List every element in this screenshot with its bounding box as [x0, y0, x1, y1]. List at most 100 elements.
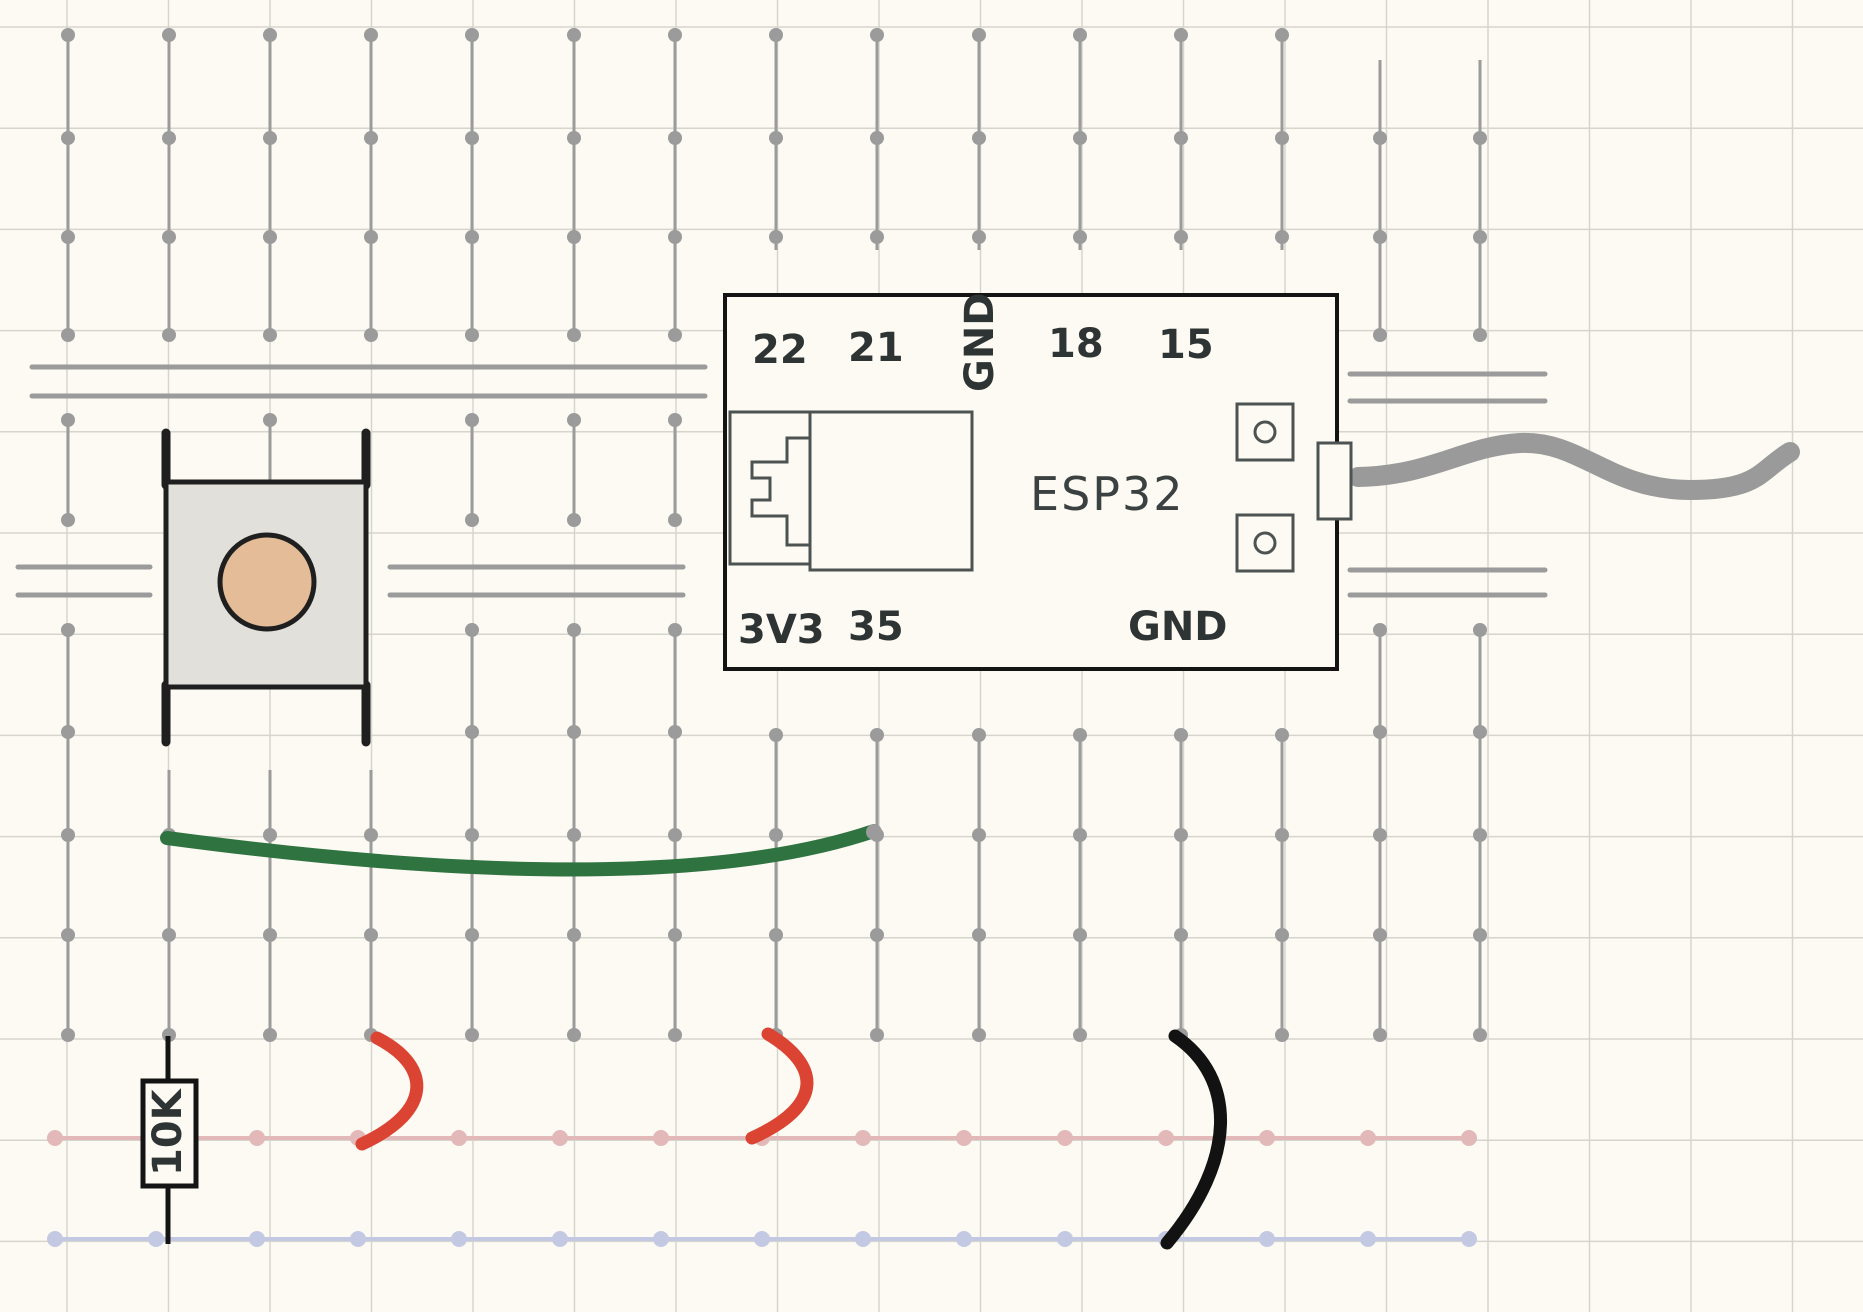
breadboard-hole	[1473, 928, 1487, 942]
breadboard-hole	[668, 413, 682, 427]
breadboard-hole	[668, 513, 682, 527]
breadboard-hole	[972, 1028, 986, 1042]
breadboard-hole	[1473, 230, 1487, 244]
breadboard-hole	[1473, 828, 1487, 842]
breadboard-hole	[162, 230, 176, 244]
breadboard-hole	[465, 513, 479, 527]
breadboard-hole	[162, 928, 176, 942]
breadboard-hole	[1373, 131, 1387, 145]
rail-hole	[1057, 1231, 1073, 1247]
breadboard-hole	[567, 928, 581, 942]
breadboard-hole	[1073, 928, 1087, 942]
breadboard-hole	[61, 928, 75, 942]
rail-hole	[1057, 1130, 1073, 1146]
breadboard-hole	[1174, 131, 1188, 145]
breadboard-hole	[870, 928, 884, 942]
breadboard-hole	[1373, 725, 1387, 739]
breadboard-hole	[1073, 230, 1087, 244]
rail-hole	[1461, 1130, 1477, 1146]
breadboard-hole	[61, 131, 75, 145]
breadboard-hole	[1373, 828, 1387, 842]
breadboard-hole	[668, 928, 682, 942]
breadboard-hole	[364, 928, 378, 942]
breadboard-hole	[1373, 1028, 1387, 1042]
rail-hole	[956, 1231, 972, 1247]
breadboard-hole	[972, 928, 986, 942]
breadboard-hole	[263, 230, 277, 244]
breadboard-hole	[972, 230, 986, 244]
breadboard-hole	[465, 1028, 479, 1042]
button-cap	[217, 532, 317, 632]
pin-label-gnd-top: GND	[957, 292, 1003, 392]
breadboard-hole	[263, 928, 277, 942]
breadboard-hole	[769, 230, 783, 244]
breadboard-hole	[465, 828, 479, 842]
breadboard-hole	[1373, 328, 1387, 342]
rail-hole	[653, 1231, 669, 1247]
red-wire-2	[745, 1027, 814, 1145]
rail-hole	[552, 1231, 568, 1247]
breadboard-hole	[1275, 131, 1289, 145]
push-button	[161, 428, 371, 747]
breadboard-hole	[972, 828, 986, 842]
breadboard-hole	[61, 230, 75, 244]
rail-hole	[1360, 1231, 1376, 1247]
breadboard-hole	[465, 230, 479, 244]
black-wire	[1160, 1029, 1228, 1250]
rail-hole	[1259, 1130, 1275, 1146]
breadboard-hole	[1473, 1028, 1487, 1042]
breadboard-hole	[1073, 28, 1087, 42]
breadboard-hole	[364, 230, 378, 244]
breadboard-hole	[668, 131, 682, 145]
breadboard-hole	[61, 513, 75, 527]
rail-hole	[1158, 1130, 1174, 1146]
breadboard-hole	[870, 131, 884, 145]
rail-hole	[754, 1231, 770, 1247]
breadboard-hole	[263, 328, 277, 342]
rail-hole	[451, 1130, 467, 1146]
breadboard-hole	[769, 28, 783, 42]
breadboard-hole	[465, 413, 479, 427]
breadboard-hole	[870, 230, 884, 244]
breadboard-hole	[364, 28, 378, 42]
breadboard-hole	[1275, 1028, 1289, 1042]
breadboard-hole	[870, 28, 884, 42]
breadboard-hole	[1174, 828, 1188, 842]
breadboard-hole	[972, 28, 986, 42]
rail-hole	[451, 1231, 467, 1247]
breadboard-hole	[465, 328, 479, 342]
breadboard-hole	[61, 328, 75, 342]
breadboard-hole	[364, 828, 378, 842]
rail-hole	[148, 1231, 164, 1247]
breadboard-hole	[567, 131, 581, 145]
breadboard-hole	[263, 1028, 277, 1042]
breadboard-hole	[1174, 230, 1188, 244]
breadboard-hole	[465, 131, 479, 145]
breadboard-hole	[162, 28, 176, 42]
breadboard-hole	[1073, 1028, 1087, 1042]
rail-hole	[855, 1130, 871, 1146]
breadboard-hole	[1275, 230, 1289, 244]
rail-hole	[1360, 1130, 1376, 1146]
button-pad-top	[1235, 402, 1295, 462]
breadboard-hole	[263, 828, 277, 842]
pin-label-gnd-bottom: GND	[1128, 604, 1228, 650]
breadboard-hole	[668, 725, 682, 739]
pin-label-35: 35	[848, 604, 904, 650]
breadboard-hole	[465, 28, 479, 42]
breadboard-hole	[1073, 828, 1087, 842]
rail-hole	[956, 1130, 972, 1146]
breadboard-hole	[1174, 928, 1188, 942]
breadboard-hole	[1174, 728, 1188, 742]
pin-label-22: 22	[752, 327, 808, 373]
breadboard-hole	[567, 513, 581, 527]
breadboard-hole	[1473, 131, 1487, 145]
breadboard-hole	[1473, 725, 1487, 739]
breadboard-hole	[769, 131, 783, 145]
rail-hole	[1259, 1231, 1275, 1247]
module-can	[808, 410, 974, 572]
breadboard-hole	[465, 725, 479, 739]
breadboard-hole	[61, 28, 75, 42]
rail-hole	[249, 1231, 265, 1247]
breadboard-hole	[668, 1028, 682, 1042]
